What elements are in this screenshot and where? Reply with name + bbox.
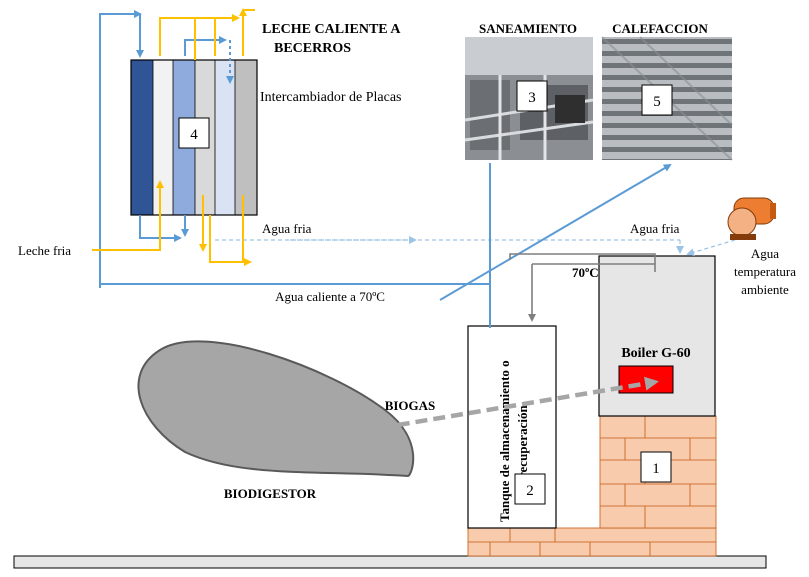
tank-label-2: recuperación xyxy=(515,405,530,478)
boiler-tank-pipes xyxy=(509,253,656,322)
water-pump-icon xyxy=(727,197,776,240)
leche-caliente-line1: LECHE CALIENTE A xyxy=(262,22,401,37)
agua-temp-line3: ambiente xyxy=(741,282,789,297)
biogas-flow-arrow xyxy=(379,376,659,431)
badge-3-box xyxy=(516,80,548,112)
agua-temp-line1: Agua xyxy=(751,246,779,261)
badge-4: 4 xyxy=(190,127,198,143)
badge-2-box xyxy=(514,473,546,505)
boiler-label: Boiler G-60 xyxy=(621,346,690,361)
ground xyxy=(13,555,767,569)
agua-temp-line2: temperatura xyxy=(734,264,796,279)
badge-1: 1 xyxy=(652,461,660,477)
hot-water-lines xyxy=(99,163,672,328)
badge-2: 2 xyxy=(526,483,534,499)
biodigester xyxy=(137,340,415,478)
leche-caliente-line2: BECERROS xyxy=(274,41,351,56)
plate-heat-exchanger xyxy=(130,59,258,216)
agua-caliente-label: Agua caliente a 70ºC xyxy=(275,289,385,304)
badge-5: 5 xyxy=(653,94,661,110)
agua-fria-left-label: Agua fria xyxy=(262,221,312,236)
agua-fria-right-label: Agua fria xyxy=(630,221,680,236)
badge-3: 3 xyxy=(528,90,536,106)
exchanger-milk-pipes xyxy=(92,8,255,266)
badge-5-box xyxy=(641,84,673,116)
temp-70-label: 70ºC xyxy=(572,265,599,280)
calefaccion-label: CALEFACCION xyxy=(612,21,708,36)
intercambiador-label: Intercambiador de Placas xyxy=(260,90,402,105)
badge-4-box xyxy=(178,117,210,149)
burner xyxy=(618,365,674,394)
exchanger-water-pipes xyxy=(99,10,234,288)
biodigester-label: BIODIGESTOR xyxy=(224,486,317,501)
biogas-label: BIOGAS xyxy=(385,398,436,413)
tank-label-1: Tanque de almacenamiento o xyxy=(497,360,512,522)
cold-water-dashed-line xyxy=(215,236,736,257)
leche-fria-label: Leche fria xyxy=(18,243,71,258)
badge-1-box xyxy=(640,451,672,483)
brick-base xyxy=(467,527,717,557)
saneamiento-label: SANEAMIENTO xyxy=(479,21,577,36)
